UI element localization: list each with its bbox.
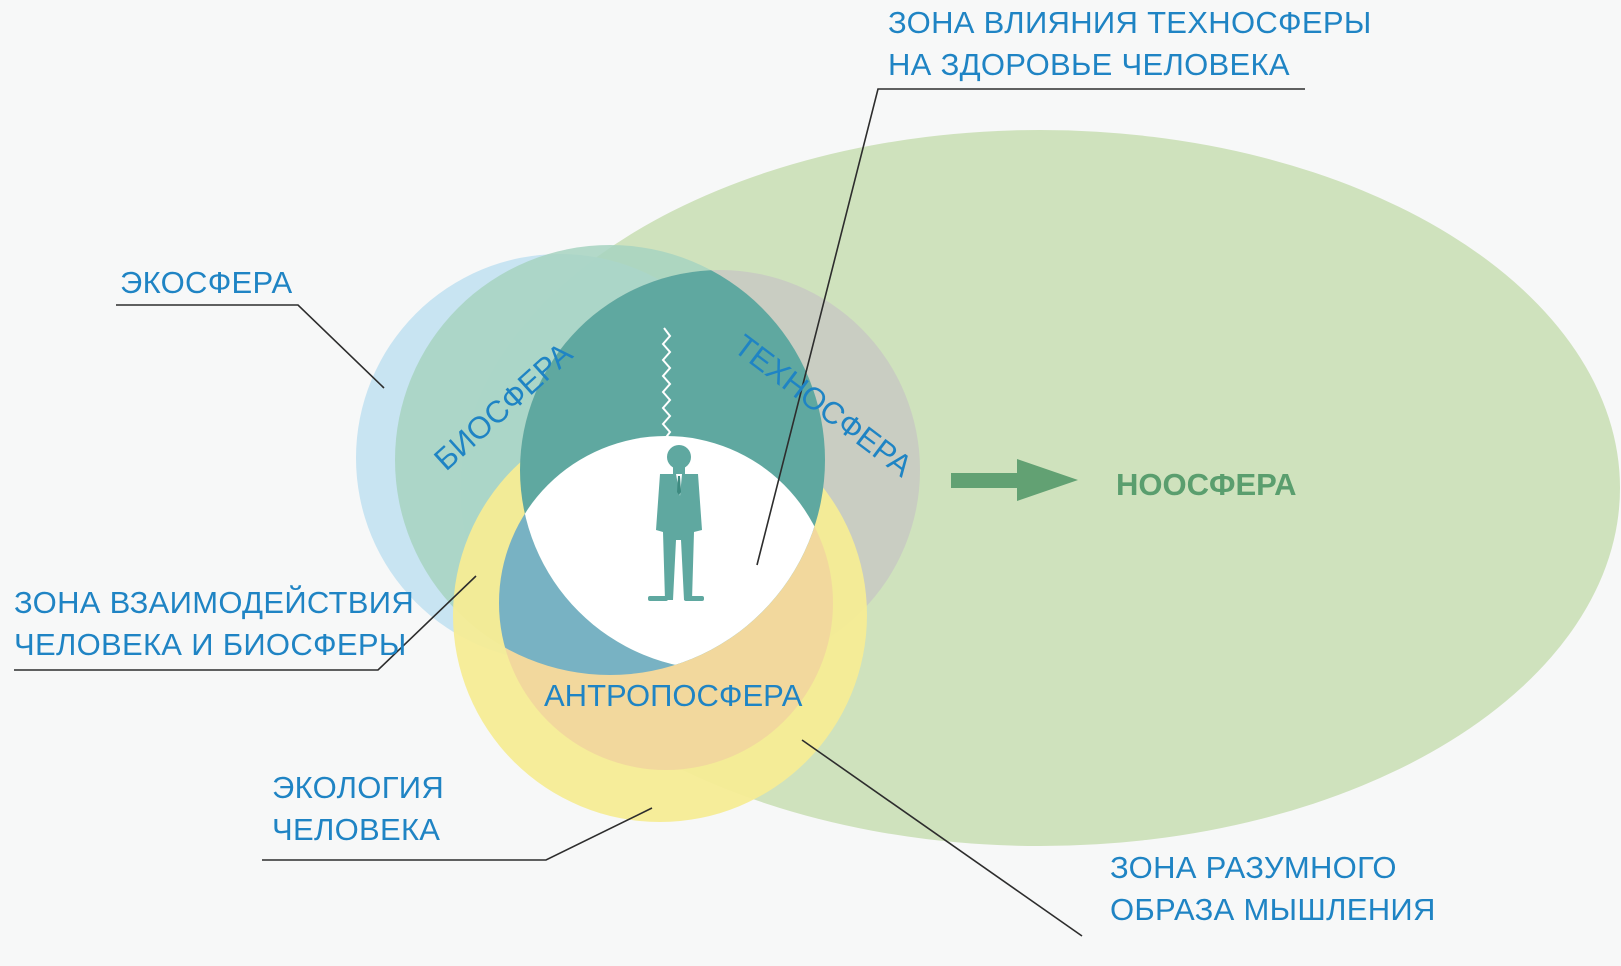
callout-rational-thinking: ЗОНА РАЗУМНОГО ОБРАЗА МЫШЛЕНИЯ [1110,847,1436,931]
callout-line: ЗОНА ВЛИЯНИЯ ТЕХНОСФЕРЫ [888,5,1372,40]
callout-line: НА ЗДОРОВЬЕ ЧЕЛОВЕКА [888,47,1290,82]
callout-human-ecology: ЭКОЛОГИЯ ЧЕЛОВЕКА [272,767,444,851]
callout-line: ЧЕЛОВЕКА [272,812,441,847]
leader-line-ecosphere [116,304,385,389]
callout-line: ЗОНА ВЗАИМОДЕЙСТВИЯ [14,585,415,620]
callout-line: ОБРАЗА МЫШЛЕНИЯ [1110,892,1436,927]
noosphere-label: НООСФЕРА [1116,467,1296,502]
center-lens [520,436,825,670]
lightning-line [661,327,672,441]
leader-line-technosphere-health [756,88,1305,566]
callout-line: ЭКОЛОГИЯ [272,770,445,805]
callout-technosphere-health: ЗОНА ВЛИЯНИЯ ТЕХНОСФЕРЫ НА ЗДОРОВЬЕ ЧЕЛО… [888,2,1372,86]
businessman-icon [648,445,704,601]
anthroposphere-label: АНТРОПОСФЕРА [544,678,803,713]
arrow-right-icon [951,459,1078,501]
callout-line: ЭКОСФЕРА [120,265,293,300]
callout-line: ЗОНА РАЗУМНОГО [1110,850,1397,885]
leader-line-rational-thinking [801,739,1083,937]
leader-line-interaction [14,575,477,671]
callout-ecosphere: ЭКОСФЕРА [120,262,292,304]
leader-line-human-ecology [262,807,653,861]
callout-line: ЧЕЛОВЕКА И БИОСФЕРЫ [14,627,407,662]
callout-interaction-zone: ЗОНА ВЗАИМОДЕЙСТВИЯ ЧЕЛОВЕКА И БИОСФЕРЫ [14,582,414,666]
